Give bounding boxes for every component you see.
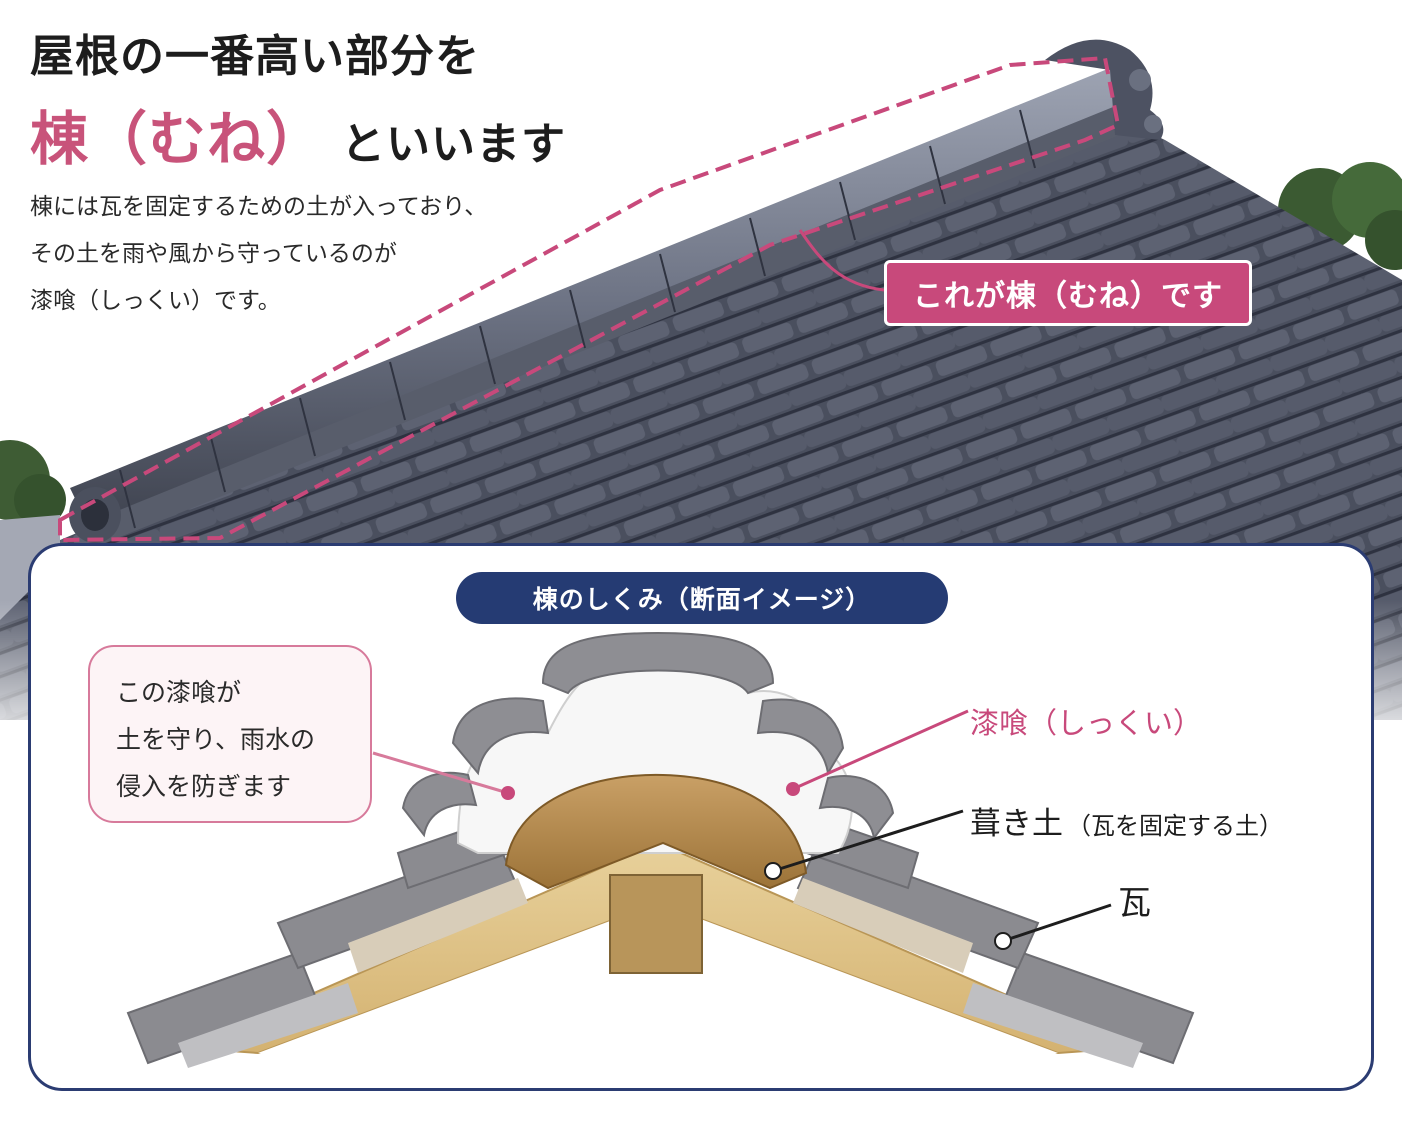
section-title: 棟のしくみ（断面イメージ） [456,572,948,624]
label-roofing-soil: 葺き土 （瓦を固定する土） [970,798,1283,843]
ridge-end-ornament [1045,39,1164,140]
label-roofing-soil-name: 葺き土 [970,806,1063,842]
bubble-line: 侵入を防ぎます [116,772,292,801]
headline-rest: といいます [341,119,567,170]
ridge-callout: これが棟（むね）です [884,260,1252,326]
ridge-highlight [58,55,1121,543]
tiles-left [126,806,540,1068]
headline-accent: 棟（むね） [30,105,326,173]
crown-tile [541,631,775,695]
intro-text: 棟には瓦を固定するための土が入っており、 その土を雨や風から守っているのが 漆喰… [30,184,487,325]
leader-lines [372,709,1112,950]
intro-line: その土を雨や風から守っているのが [30,241,397,267]
callout-leader [798,229,885,292]
trees-left [0,440,66,526]
intro-line: 漆喰（しっくい）です。 [30,288,281,314]
intro-line: 棟には瓦を固定するための土が入っており、 [30,194,488,220]
side-tile-right [756,698,845,776]
explanation-bubble: この漆喰が 土を守り、雨水の 侵入を防ぎます [88,645,372,823]
side-tile-left [451,697,550,776]
headline-line1: 屋根の一番高い部分を [30,31,480,82]
headline-line2: 棟（むね） といいます [30,92,566,176]
roofing-soil [504,773,808,890]
label-plaster: 漆喰（しっくい） [970,706,1203,740]
bubble-line: 土を守り、雨水の [116,725,316,754]
bubble-line: この漆喰が [116,678,242,707]
ridge-beam [609,874,703,974]
label-roofing-soil-note: （瓦を固定する土） [1067,812,1283,840]
label-tile: 瓦 [1118,883,1151,922]
cross-section-diagram [126,631,1195,1068]
